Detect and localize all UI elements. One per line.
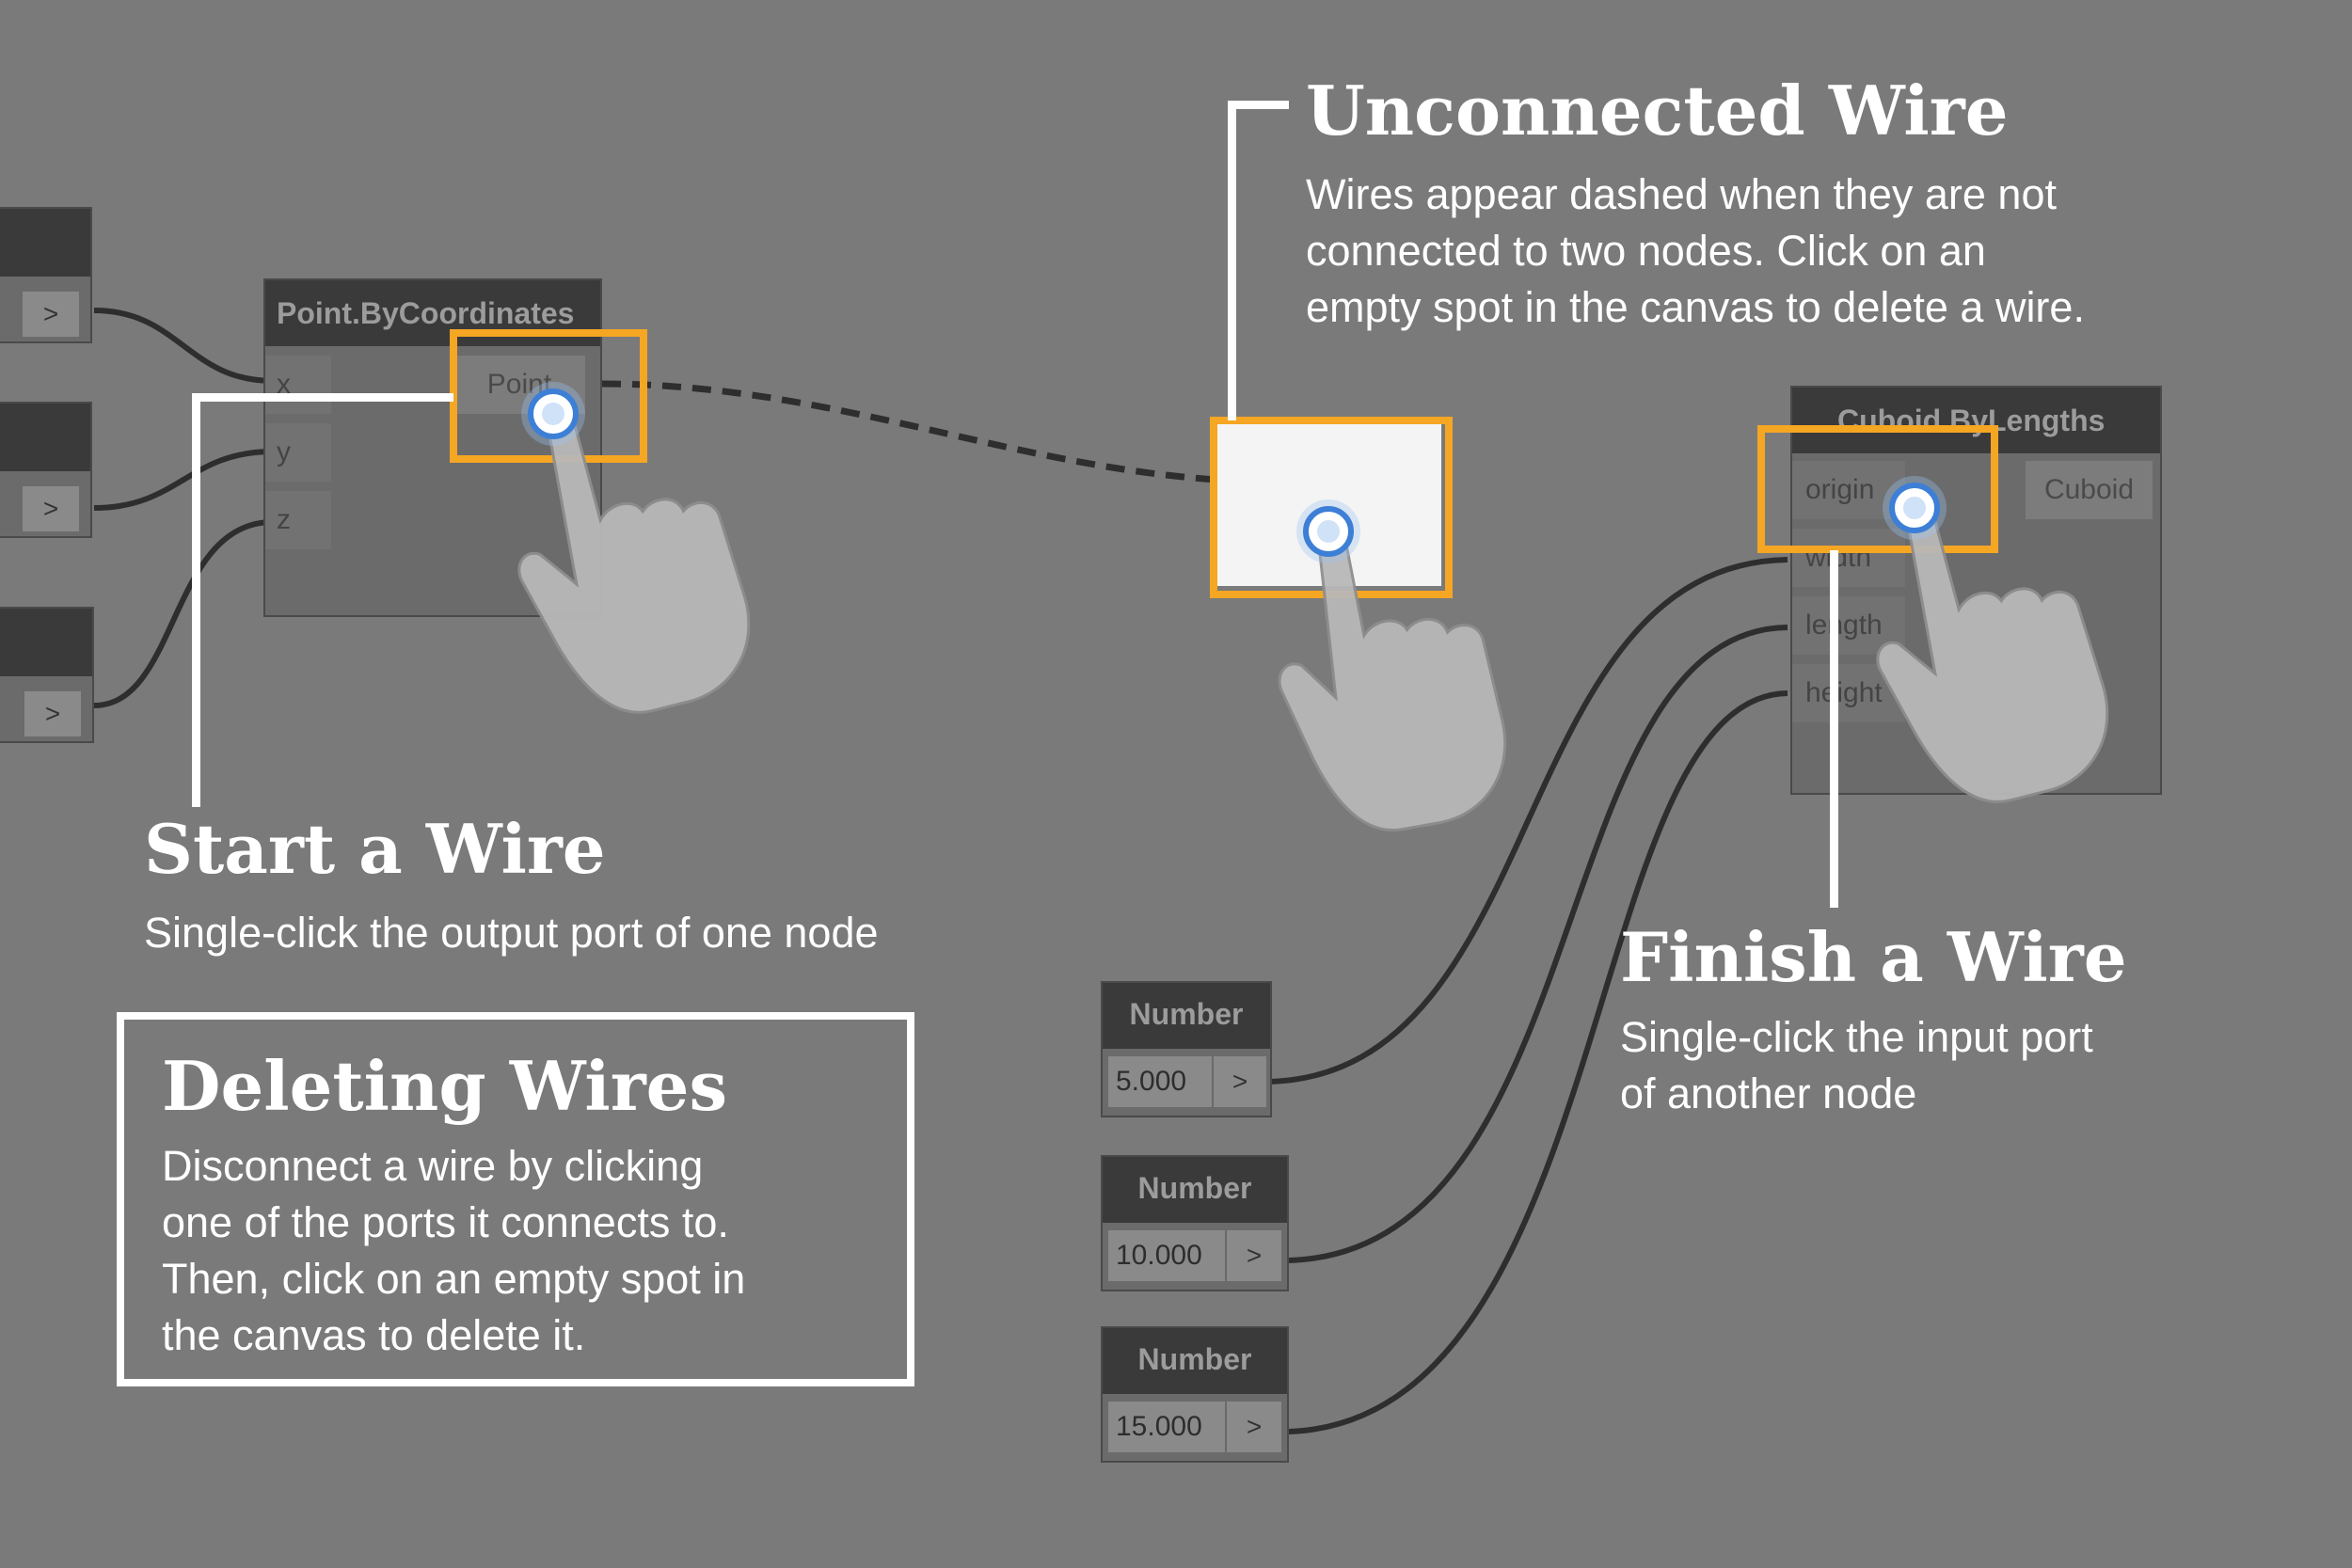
wire-height[interactable]: [1288, 690, 1788, 1434]
node-title: [0, 209, 90, 277]
node-title: Number: [1103, 1157, 1287, 1223]
highlight-input-port: [1757, 425, 1998, 553]
text-line: of another node: [1620, 1069, 1917, 1117]
wire-y[interactable]: [93, 449, 274, 511]
text-line: empty spot in the canvas to delete a wir…: [1306, 283, 2085, 331]
number-value[interactable]: 5.000: [1108, 1056, 1212, 1107]
wire-x[interactable]: [93, 308, 274, 384]
wire-length[interactable]: [1288, 625, 1788, 1263]
input-port-x[interactable]: x: [265, 356, 331, 414]
number-node-3[interactable]: Number 15.000 >: [1101, 1326, 1289, 1463]
wire-unconnected[interactable]: [601, 380, 1269, 485]
number-node-2[interactable]: Number 10.000 >: [1101, 1155, 1289, 1291]
number-arrow[interactable]: >: [1225, 1230, 1281, 1281]
leader-unconnected-horizontal: [1228, 101, 1289, 109]
input-arrow[interactable]: >: [21, 292, 79, 337]
leader-finish-vertical: [1830, 550, 1838, 908]
node-title: [0, 609, 92, 676]
deleting-wires-box: Deleting Wires Disconnect a wire by clic…: [117, 1012, 914, 1386]
number-node-1[interactable]: Number 5.000 >: [1101, 981, 1272, 1117]
text-line: connected to two nodes. Click on an: [1306, 227, 1986, 275]
number-value[interactable]: 15.000: [1108, 1402, 1225, 1452]
unconnected-wire-heading: Unconnected Wire: [1306, 71, 2009, 150]
left-input-node-2[interactable]: >: [0, 402, 92, 538]
number-arrow[interactable]: >: [1225, 1402, 1281, 1452]
finish-wire-heading: Finish a Wire: [1620, 917, 2127, 997]
text-line: Disconnect a wire by clicking: [162, 1142, 704, 1190]
leader-start-horizontal: [192, 393, 453, 402]
left-input-node-3[interactable]: >: [0, 607, 94, 743]
input-port-y[interactable]: y: [265, 423, 331, 482]
left-input-node-1[interactable]: >: [0, 207, 92, 343]
text-line: Single-click the input port: [1620, 1013, 2093, 1061]
unconnected-wire-text: Wires appear dashed when they are not co…: [1306, 166, 2085, 336]
leader-unconnected-vertical: [1228, 101, 1236, 420]
hand-pointer-icon: [483, 381, 768, 736]
node-title: Number: [1103, 1328, 1287, 1394]
number-arrow[interactable]: >: [1212, 1056, 1266, 1107]
text-line: the canvas to delete it.: [162, 1311, 586, 1359]
highlight-output-port: [450, 329, 647, 463]
start-wire-heading: Start a Wire: [144, 809, 606, 889]
text-line: Wires appear dashed when they are not: [1306, 170, 2057, 218]
number-value[interactable]: 10.000: [1108, 1230, 1225, 1281]
wire-width[interactable]: [1269, 557, 1788, 1085]
input-port-height[interactable]: height: [1792, 664, 1905, 722]
text-line: Then, click on an empty spot in: [162, 1255, 746, 1303]
finish-wire-text: Single-click the input port of another n…: [1620, 1009, 2093, 1122]
wire-z[interactable]: [93, 519, 274, 708]
hand-pointer-icon: [1252, 499, 1520, 847]
input-port-z[interactable]: z: [265, 491, 331, 549]
leader-start-vertical: [192, 393, 200, 807]
input-arrow[interactable]: >: [21, 486, 79, 531]
output-port-cuboid[interactable]: Cuboid: [2026, 461, 2153, 519]
node-title: Number: [1103, 983, 1270, 1049]
start-wire-text: Single-click the output port of one node: [144, 909, 879, 957]
deleting-wires-heading: Deleting Wires: [162, 1046, 727, 1126]
node-title: [0, 404, 90, 471]
deleting-wires-text: Disconnect a wire by clicking one of the…: [162, 1138, 745, 1364]
input-arrow[interactable]: >: [23, 691, 81, 736]
text-line: one of the ports it connects to.: [162, 1198, 729, 1246]
hand-pointer-icon: [1841, 468, 2126, 825]
